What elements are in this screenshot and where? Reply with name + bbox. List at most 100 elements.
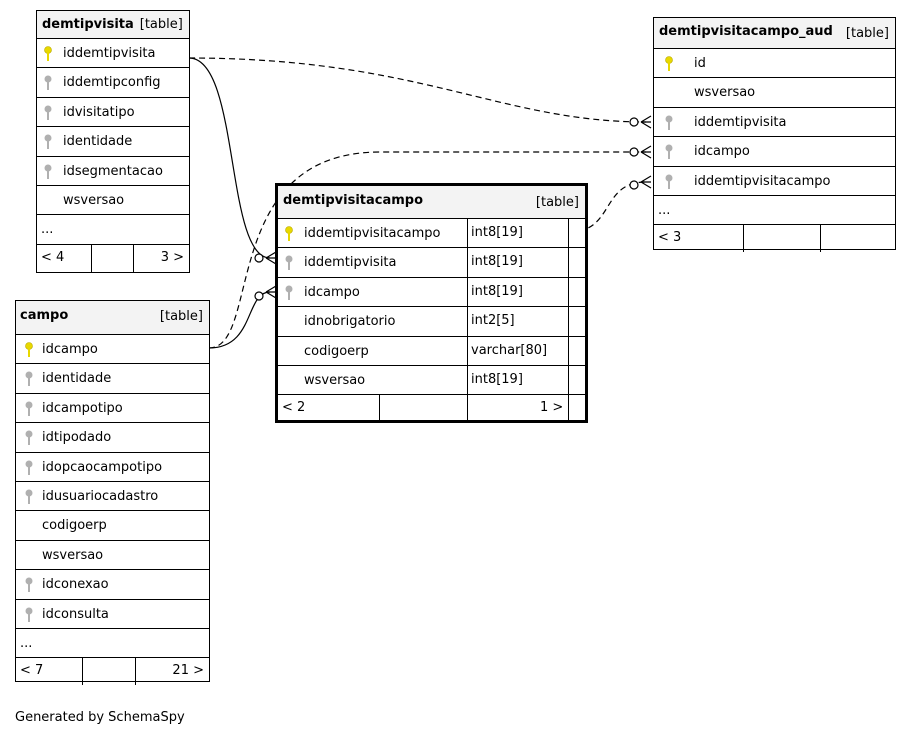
generated-by-label: Generated by SchemaSpy bbox=[15, 710, 185, 725]
relationship-line bbox=[188, 57, 647, 123]
column-row: wsversao bbox=[37, 186, 189, 216]
parents-count[interactable]: < 3 bbox=[658, 230, 682, 246]
column-name: codigoerp bbox=[42, 518, 107, 534]
foreign-key-icon bbox=[284, 255, 294, 271]
column-name: idsegmentacao bbox=[63, 163, 163, 179]
table-header: demtipvisitacampo [table] bbox=[278, 186, 585, 219]
column-row: wsversao bbox=[654, 78, 895, 108]
children-count[interactable]: 3 > bbox=[160, 249, 184, 265]
column-name: idconsulta bbox=[42, 606, 109, 622]
column-row: identidade bbox=[16, 364, 209, 394]
column-name: idopcaocampotipo bbox=[42, 459, 163, 475]
table-type-label: [table] bbox=[159, 309, 203, 324]
column-name: idcampotipo bbox=[42, 400, 123, 416]
table-header: demtipvisita[table] bbox=[37, 11, 189, 39]
column-row: ... bbox=[37, 215, 189, 245]
column-row: wsversao bbox=[16, 541, 209, 571]
column-row: idcampo bbox=[654, 137, 895, 167]
children-count[interactable]: 1 > bbox=[540, 400, 564, 416]
column-name: iddemtipvisitacampo bbox=[304, 226, 441, 241]
crowfoot-marker bbox=[254, 115, 652, 301]
column-row: idconsulta bbox=[16, 600, 209, 629]
foreign-key-icon bbox=[24, 489, 34, 505]
column-name: idusuariocadastro bbox=[42, 488, 159, 504]
primary-key-icon bbox=[43, 46, 53, 62]
foreign-key-icon bbox=[43, 164, 53, 180]
column-row: iddemtipvisitacampo int8[19] bbox=[278, 219, 585, 249]
foreign-key-icon bbox=[43, 134, 53, 150]
foreign-key-icon bbox=[24, 401, 34, 417]
column-type: int8[19] bbox=[467, 365, 523, 395]
column-row: codigoerp bbox=[16, 511, 209, 541]
column-row: identidade bbox=[37, 127, 189, 157]
primary-key-icon bbox=[24, 342, 34, 358]
table-header: campo [table] bbox=[16, 301, 209, 335]
column-name: idcampo bbox=[304, 284, 360, 300]
table-demtipvisita[interactable]: demtipvisita[table] iddemtipvisita iddem… bbox=[36, 10, 190, 273]
column-name: idcampo bbox=[694, 144, 750, 160]
column-name: wsversao bbox=[304, 372, 366, 388]
column-row: idconexao bbox=[16, 570, 209, 600]
column-name: ... bbox=[658, 202, 671, 218]
column-row: iddemtipvisita bbox=[37, 39, 189, 69]
column-type: int8[19] bbox=[467, 219, 523, 248]
table-name: campo bbox=[20, 308, 69, 323]
foreign-key-icon bbox=[24, 371, 34, 387]
table-type-label: [table] bbox=[535, 195, 579, 210]
foreign-key-icon bbox=[24, 430, 34, 446]
table-header: demtipvisitacampo_aud [table] bbox=[654, 18, 895, 49]
table-footer: < 2 1 > bbox=[278, 395, 585, 424]
column-name: idnobrigatorio bbox=[304, 314, 396, 330]
table-campo[interactable]: campo [table] idcampo identidade idcampo… bbox=[15, 300, 210, 686]
column-name: idcampo bbox=[42, 342, 98, 357]
column-row: idusuariocadastro bbox=[16, 482, 209, 512]
table-demtipvisitacampo-aud[interactable]: demtipvisitacampo_aud [table] id wsversa… bbox=[653, 17, 896, 253]
column-type: int2[5] bbox=[467, 307, 515, 336]
column-name: idtipodado bbox=[42, 430, 112, 446]
table-demtipvisitacampo[interactable]: demtipvisitacampo [table] iddemtipvisita… bbox=[275, 183, 588, 424]
column-name: identidade bbox=[63, 134, 133, 150]
column-name: wsversao bbox=[42, 547, 104, 563]
column-name: identidade bbox=[42, 371, 112, 387]
column-name: iddemtipvisitacampo bbox=[694, 173, 831, 189]
foreign-key-icon bbox=[43, 105, 53, 121]
table-type-label: [table] bbox=[845, 26, 889, 41]
parents-count[interactable]: < 2 bbox=[282, 400, 306, 416]
column-row: idvisitatipo bbox=[37, 98, 189, 128]
foreign-key-icon bbox=[24, 607, 34, 623]
table-name: demtipvisitacampo bbox=[283, 193, 424, 208]
column-row: codigoerp varchar[80] bbox=[278, 336, 585, 366]
foreign-key-icon bbox=[664, 115, 674, 131]
column-name: iddemtipvisita bbox=[304, 255, 397, 271]
column-row: iddemtipvisitacampo bbox=[654, 167, 895, 196]
column-row: wsversao int8[19] bbox=[278, 365, 585, 396]
column-row: id bbox=[654, 49, 895, 79]
primary-key-icon bbox=[284, 226, 294, 242]
relationship-line bbox=[208, 151, 646, 349]
column-name: ... bbox=[20, 635, 33, 651]
table-type-label: [table] bbox=[139, 17, 183, 32]
column-row: ... bbox=[654, 196, 895, 226]
column-name: wsversao bbox=[694, 85, 756, 101]
column-row: ... bbox=[16, 629, 209, 659]
children-count[interactable]: 21 > bbox=[172, 663, 204, 679]
foreign-key-icon bbox=[284, 285, 294, 301]
column-row: iddemtipconfig bbox=[37, 68, 189, 98]
column-name: id bbox=[694, 56, 706, 71]
column-type: varchar[80] bbox=[467, 336, 547, 365]
column-row: idnobrigatorio int2[5] bbox=[278, 307, 585, 337]
table-name: demtipvisitacampo_aud bbox=[659, 24, 833, 39]
parents-count[interactable]: < 7 bbox=[20, 663, 44, 679]
column-name: idconexao bbox=[42, 577, 109, 593]
column-row: idopcaocampotipo bbox=[16, 453, 209, 482]
column-name: iddemtipvisita bbox=[63, 46, 156, 61]
foreign-key-icon bbox=[43, 75, 53, 91]
foreign-key-icon bbox=[664, 174, 674, 190]
column-name: ... bbox=[41, 222, 54, 238]
foreign-key-icon bbox=[24, 577, 34, 593]
column-name: iddemtipconfig bbox=[63, 75, 161, 91]
parents-count[interactable]: < 4 bbox=[41, 249, 65, 265]
column-name: codigoerp bbox=[304, 343, 369, 359]
